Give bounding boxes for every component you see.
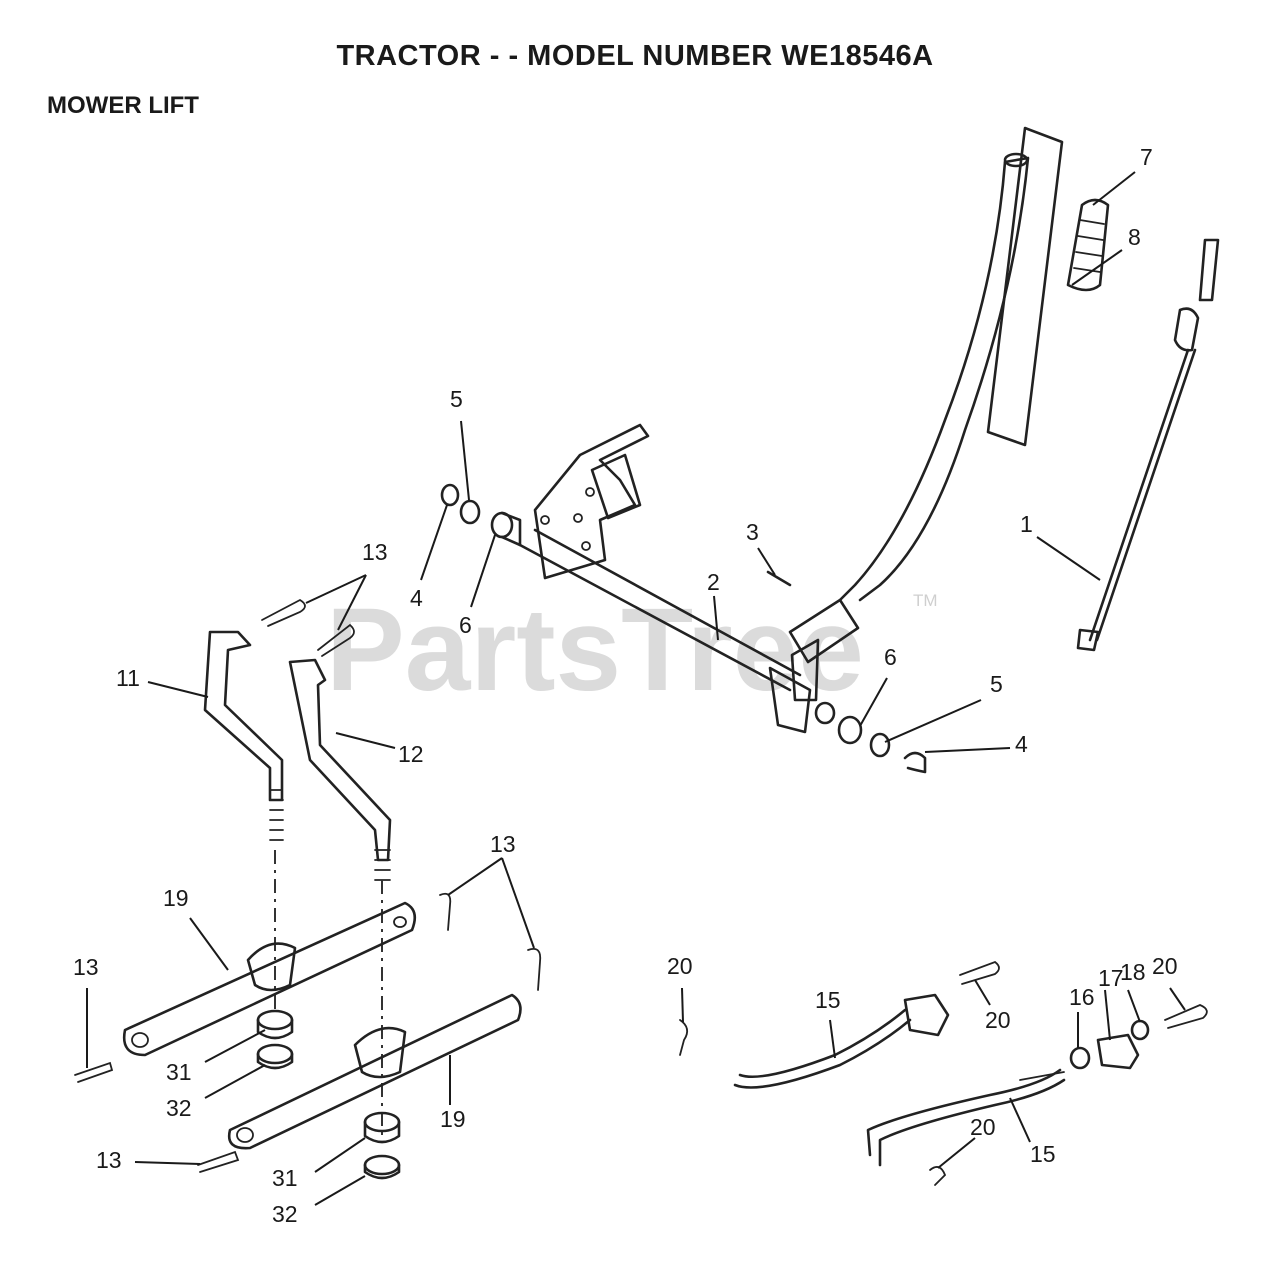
callout-32-front: 32 [166,1095,192,1121]
spacers-front[interactable] [256,1009,294,1070]
callout-numbers: 7 8 1 2 3 5 4 6 6 5 4 13 11 12 13 19 13 … [73,144,1178,1227]
link-rod-upper[interactable] [733,993,950,1089]
callout-5-lower: 5 [990,671,1003,697]
callout-4-upper: 4 [410,585,423,611]
callout-13-left: 13 [73,954,99,980]
lift-handle[interactable] [788,126,1064,702]
callout-16: 16 [1069,984,1095,1010]
callout-15-lower: 15 [1030,1141,1056,1167]
lift-arm-lower[interactable] [227,993,522,1150]
callout-13-bottom: 13 [96,1147,122,1173]
lift-link-front[interactable] [203,630,284,841]
callout-13-middle: 13 [490,831,516,857]
callout-11: 11 [116,665,140,691]
cotter-pins[interactable] [679,960,1208,1186]
roll-pin[interactable] [766,570,792,587]
callout-20-right: 20 [1152,953,1178,979]
callout-17: 17 [1098,965,1124,991]
callout-2: 2 [707,569,720,595]
upper-left-hardware[interactable] [440,483,522,547]
callout-19-upper: 19 [163,885,189,911]
callout-12: 12 [398,741,424,767]
hairpin-clips[interactable] [74,598,542,1173]
callout-5-upper: 5 [450,386,463,412]
lift-arm-upper[interactable] [122,901,417,1057]
callout-32-rear: 32 [272,1201,298,1227]
watermark-text: PartsTree [326,584,864,716]
link-rod-lower[interactable] [866,1019,1150,1167]
leader-lines [86,171,1186,1206]
watermark-trademark: TM [913,591,938,610]
mounting-bracket[interactable] [533,423,650,580]
callout-4-lower: 4 [1015,731,1028,757]
callout-1: 1 [1020,511,1033,537]
callout-19-lower: 19 [440,1106,466,1132]
callout-6-lower: 6 [884,644,897,670]
callout-13-top: 13 [362,539,388,565]
lift-shaft[interactable] [518,528,812,734]
callout-7: 7 [1140,144,1153,170]
callout-18: 18 [1120,959,1146,985]
adjustment-rod[interactable] [1076,238,1220,652]
lift-link-rear[interactable] [288,658,392,881]
handle-grip[interactable] [1066,198,1110,292]
callout-15-upper: 15 [815,987,841,1013]
page-title: TRACTOR - - MODEL NUMBER WE18546A [336,40,934,72]
callout-8: 8 [1128,224,1141,250]
spacers-rear[interactable] [363,1111,401,1180]
callout-6-upper: 6 [459,612,472,638]
lower-right-hardware[interactable] [814,701,927,774]
section-title: MOWER LIFT [47,92,199,119]
callout-31-front: 31 [166,1059,192,1085]
callout-20-bottom: 20 [970,1114,996,1140]
callout-20-left: 20 [667,953,693,979]
callout-31-rear: 31 [272,1165,298,1191]
callout-20-middle: 20 [985,1007,1011,1033]
callout-3: 3 [746,519,759,545]
